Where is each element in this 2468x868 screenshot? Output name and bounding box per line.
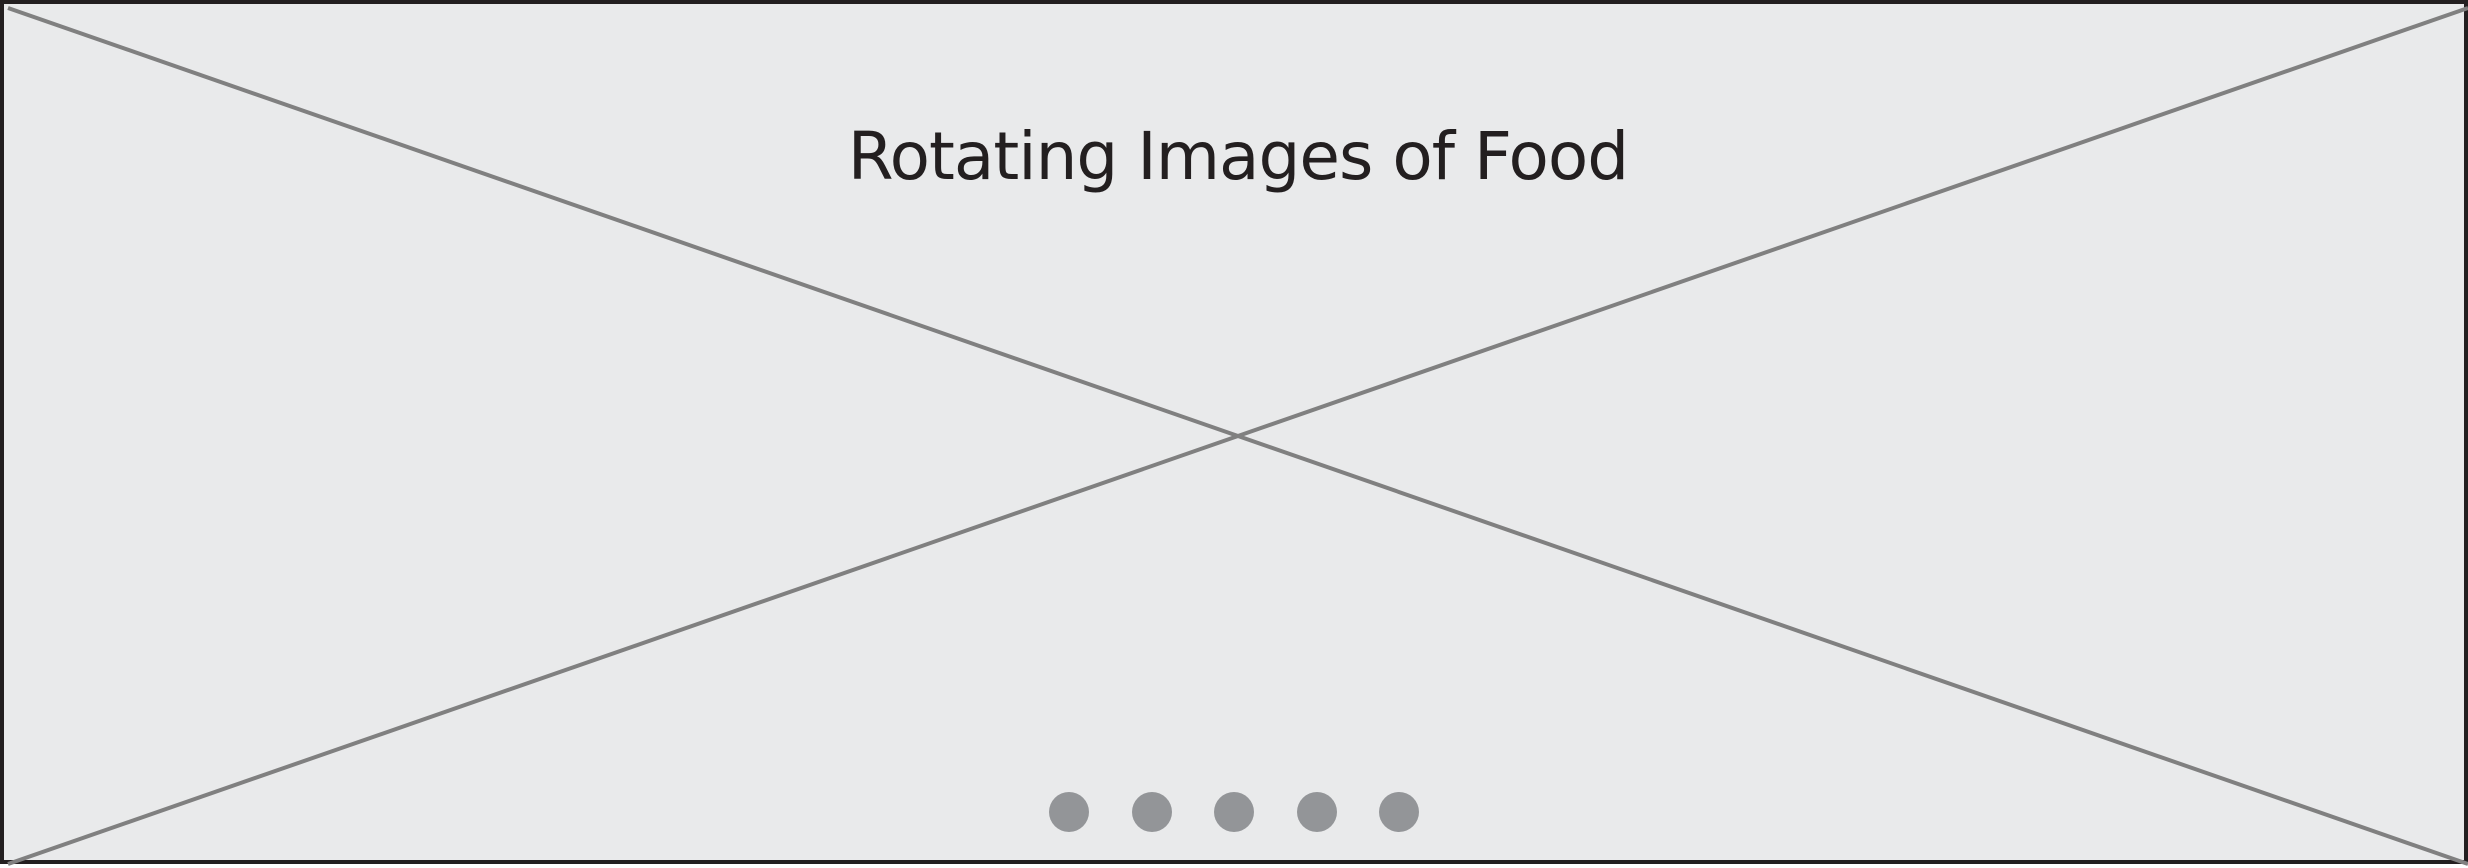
- carousel-dot-4[interactable]: [1296, 792, 1337, 832]
- carousel-dot-3[interactable]: [1214, 792, 1254, 832]
- carousel-dot-2[interactable]: [1131, 792, 1172, 832]
- carousel-dot-5[interactable]: [1379, 792, 1419, 832]
- carousel-dot-1[interactable]: [1049, 792, 1089, 832]
- carousel-title: Rotating Images of Food: [847, 118, 1629, 195]
- carousel-pagination-dots: [1049, 790, 1419, 834]
